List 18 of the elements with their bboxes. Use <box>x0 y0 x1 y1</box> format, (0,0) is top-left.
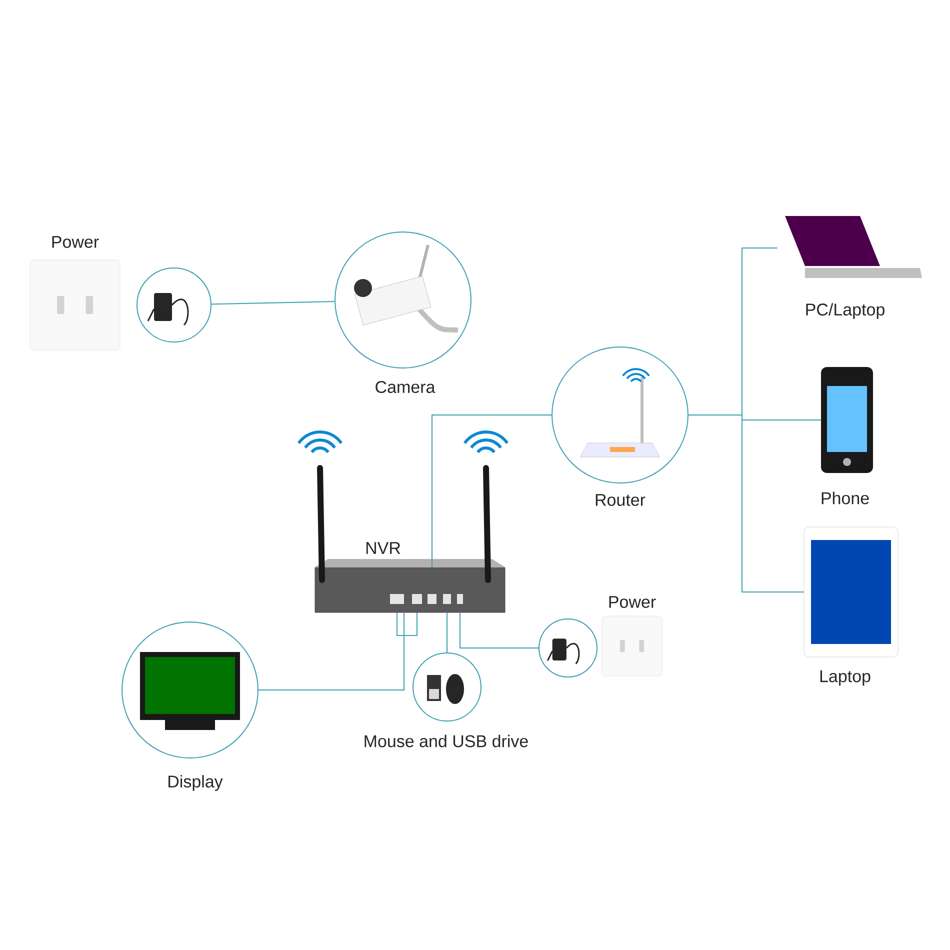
cable-line <box>688 414 804 592</box>
device-label: Camera <box>376 380 436 394</box>
cable-line <box>211 301 336 305</box>
device-label: Power <box>52 236 99 248</box>
device-label: PC/Laptop <box>806 303 884 319</box>
device-label: Display <box>168 775 223 791</box>
device-label: Power <box>609 596 656 608</box>
cable-line <box>432 414 552 568</box>
power-adapter-drawing <box>538 618 598 678</box>
cable-line <box>446 612 448 653</box>
device-label: Router <box>596 494 646 506</box>
cable-line <box>460 612 539 648</box>
device-label: Laptop <box>820 670 870 686</box>
device-label: Mouse and USB drive <box>364 734 528 748</box>
device-label: NVR <box>366 542 400 554</box>
device-label: Phone <box>822 492 869 504</box>
cable-line <box>258 612 404 690</box>
power-adapter-drawing <box>136 268 212 342</box>
